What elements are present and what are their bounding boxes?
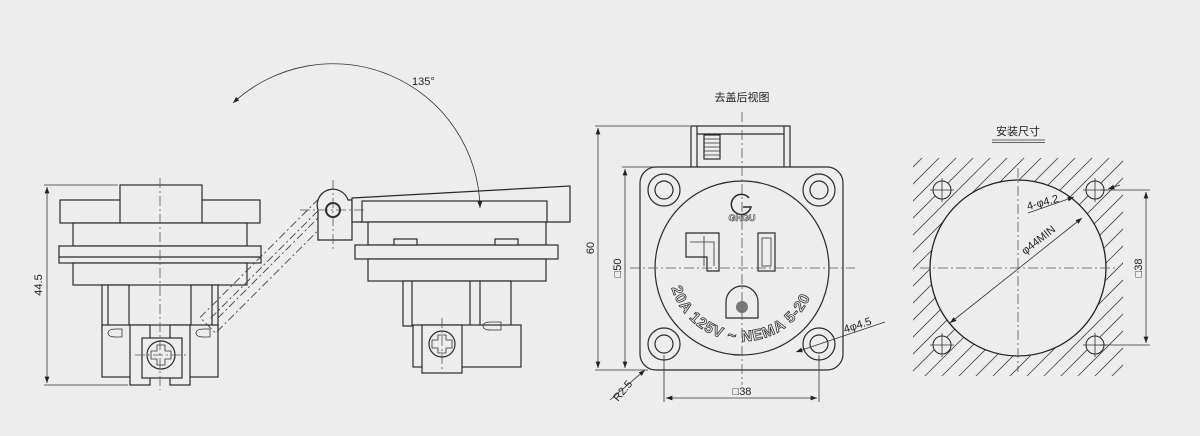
mounting-title: 安装尺寸: [996, 124, 1040, 138]
panel-hole-icon: [930, 178, 1107, 357]
hatch-line: [1111, 364, 1123, 376]
hatch-line: [913, 158, 1008, 253]
dim-radius-label: R2.5: [611, 378, 635, 404]
dim-hole-spacing-label: □38: [733, 386, 752, 398]
tandem-slot-icon: [685, 232, 720, 272]
hatch-line: [1176, 150, 1200, 380]
dim-square-label: □50: [612, 259, 624, 278]
hatch-line: [1043, 296, 1123, 376]
brand-logo-icon: GHGU: [728, 193, 756, 223]
front-view-title: 去盖后视图: [715, 90, 770, 104]
neutral-slot-icon: [757, 232, 776, 272]
hatch-line: [1193, 150, 1200, 380]
height-dimension-label: 44.5: [33, 274, 45, 295]
hatch-line: [1159, 150, 1200, 380]
hatch-line: [913, 158, 957, 202]
hatch-line: [1094, 347, 1123, 376]
dim-spacing-label: □38: [1133, 259, 1145, 278]
side-view-closed: 44.5: [33, 178, 262, 390]
mounting-cutout-view: 安装尺寸 φ44MIN 4-φ4.2 □38: [913, 124, 1200, 380]
hinge-spring-icon: [703, 134, 721, 160]
mounting-hole-icon: [647, 173, 836, 361]
angle-label: 135°: [412, 76, 435, 88]
hatch-line: [913, 158, 991, 236]
svg-text:GHGU: GHGU: [729, 213, 756, 223]
hatch-line: [1142, 150, 1200, 380]
dim-height-label: 60: [585, 242, 597, 254]
dim-holes-label: 4φ4.5: [842, 316, 873, 336]
hatch-line: [1077, 330, 1123, 376]
front-view: 去盖后视图 GHGU: [585, 90, 886, 404]
side-view-lid-open: 135°: [199, 63, 571, 374]
